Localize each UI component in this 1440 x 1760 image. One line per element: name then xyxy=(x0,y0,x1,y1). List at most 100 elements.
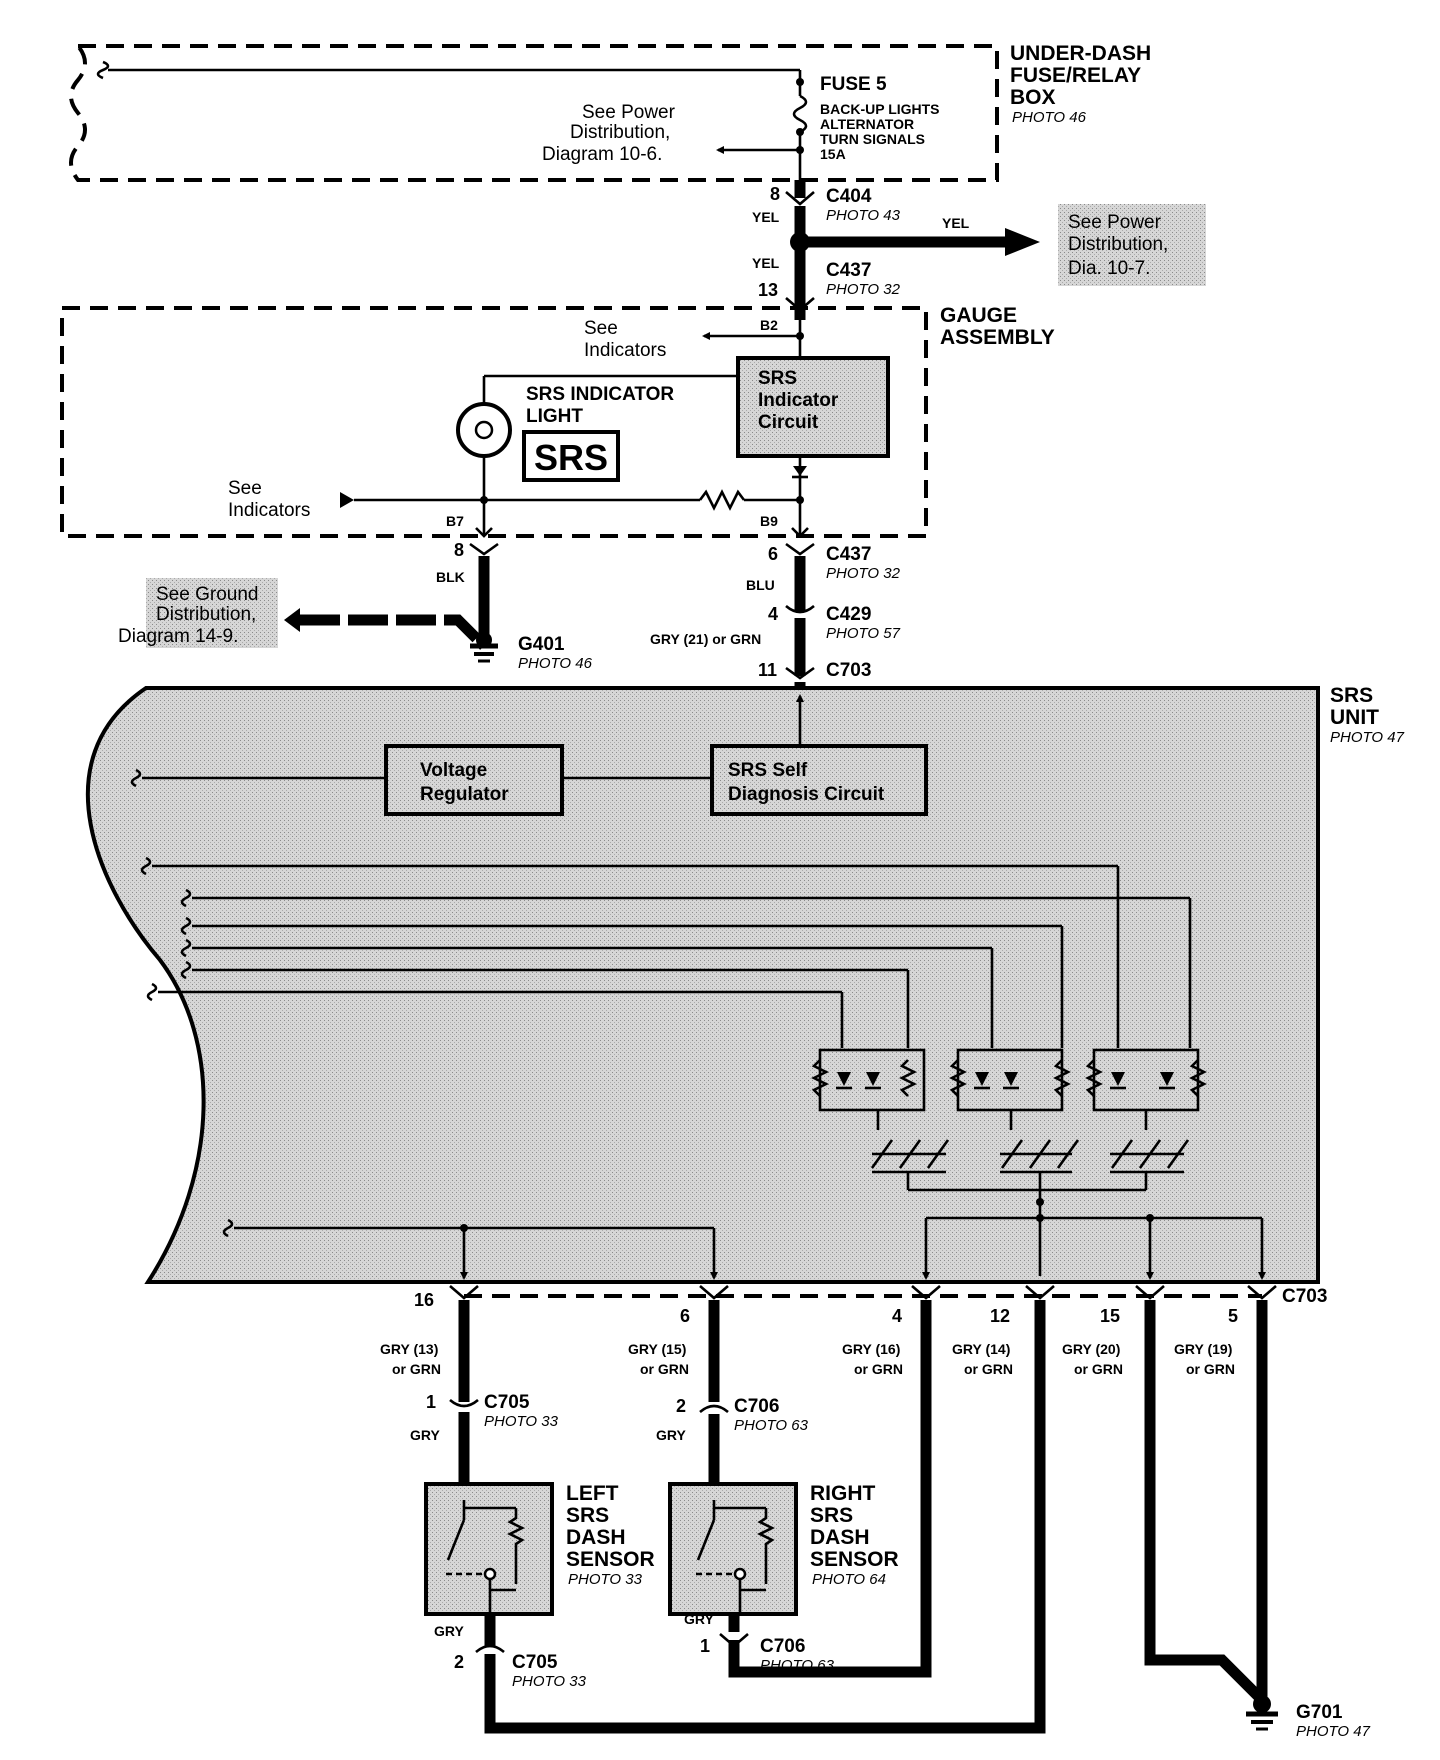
right-bottom-wire: GRY xyxy=(684,1611,714,1627)
fuse-circuit-2: ALTERNATOR xyxy=(820,116,914,132)
see-ind-top-1: See xyxy=(584,318,618,339)
right-srs-dash-sensor xyxy=(668,1404,798,1648)
diode-icon xyxy=(793,466,807,476)
wire-gry15-2: or GRN xyxy=(640,1361,689,1377)
pin-b2: B2 xyxy=(760,317,778,333)
voltage-regulator xyxy=(384,744,564,816)
right-top-conn-photo: PHOTO 63 xyxy=(734,1417,809,1434)
c437-bottom-photo: PHOTO 32 xyxy=(826,565,901,582)
fuse-rating: 15A xyxy=(820,146,846,162)
right-sensor-title-4: SENSOR xyxy=(810,1548,899,1571)
c429-pin: 4 xyxy=(768,604,778,624)
see-power-2: Distribution, xyxy=(570,122,670,143)
self-diag-1: SRS Self xyxy=(728,760,808,781)
g401-name: G401 xyxy=(518,634,565,655)
harness-wires xyxy=(449,1285,1278,1734)
srs-circuit-3: Circuit xyxy=(758,412,819,433)
see-ground-box xyxy=(146,578,278,648)
srs-badge xyxy=(522,430,620,482)
c703-pin-4: 4 xyxy=(892,1306,902,1326)
c429-name: C429 xyxy=(826,604,871,625)
fuse-relay-box xyxy=(69,44,999,182)
c437-top-photo: PHOTO 32 xyxy=(826,281,901,298)
srs-unit-title-1: SRS xyxy=(1330,684,1373,707)
c437-bottom-wire: BLU xyxy=(746,577,775,593)
fuse-box-title-2: FUSE/RELAY xyxy=(1010,64,1141,87)
c404-connector xyxy=(785,180,1040,320)
c437-bottom-name: C437 xyxy=(826,544,871,565)
c437-top-name: C437 xyxy=(826,260,871,281)
left-top-pin: 1 xyxy=(426,1392,436,1412)
srs-indicator-circuit xyxy=(736,356,890,458)
wire-gry19-1: GRY (19) xyxy=(1174,1341,1232,1357)
see-ind-left-1: See xyxy=(228,478,262,499)
c404-name: C404 xyxy=(826,186,872,207)
right-sensor-title-1: RIGHT xyxy=(810,1482,876,1505)
c404-pin: 8 xyxy=(770,184,780,204)
srs-badge-text: SRS xyxy=(534,437,608,478)
bus-continuation-icon xyxy=(96,60,110,80)
see-ind-left-2: Indicators xyxy=(228,500,310,521)
left-bottom-wire: GRY xyxy=(434,1623,464,1639)
wire-gry14-2: or GRN xyxy=(964,1361,1013,1377)
see-ground-1: See Ground xyxy=(156,584,258,605)
wire-gry14-1: GRY (14) xyxy=(952,1341,1010,1357)
g701-photo: PHOTO 47 xyxy=(1296,1723,1371,1740)
c703-name: C703 xyxy=(1282,1286,1327,1307)
gauge-title-2: ASSEMBLY xyxy=(940,326,1055,349)
c703-pin-16: 16 xyxy=(414,1290,434,1310)
srs-unit-title-2: UNIT xyxy=(1330,706,1379,729)
unit-bus-icon xyxy=(130,768,142,788)
see-power-box xyxy=(1058,204,1206,286)
wire-gry20-2: or GRN xyxy=(1074,1361,1123,1377)
left-top-wire: GRY xyxy=(410,1427,440,1443)
srs-circuit-2: Indicator xyxy=(758,390,839,411)
c703-pin-15: 15 xyxy=(1100,1306,1120,1326)
g701-name: G701 xyxy=(1296,1702,1343,1723)
wire-gry20-1: GRY (20) xyxy=(1062,1341,1120,1357)
c703-top-name: C703 xyxy=(826,660,871,681)
ground-g401 xyxy=(284,542,499,663)
c703-pin-6: 6 xyxy=(680,1306,690,1326)
wire-gry16-1: GRY (16) xyxy=(842,1341,900,1357)
c429-photo: PHOTO 57 xyxy=(826,625,901,642)
fuse-box-title-3: BOX xyxy=(1010,86,1056,109)
gauge-title-1: GAUGE xyxy=(940,304,1017,327)
see-power-dia-1: See Power xyxy=(1068,212,1162,233)
voltage-regulator-2: Regulator xyxy=(420,784,509,805)
gry20-wire xyxy=(1144,1300,1266,1704)
c703-pin-5: 5 xyxy=(1228,1306,1238,1326)
srs-indicator-bulb-icon xyxy=(456,402,512,458)
srs-unit xyxy=(85,686,1320,1284)
c429-wire: GRY (21) or GRN xyxy=(650,631,761,647)
right-sensor-title-2: SRS xyxy=(810,1504,853,1527)
pin-b9: B9 xyxy=(760,513,778,529)
squib-network-3 xyxy=(1085,1048,1207,1190)
c703-top-pin: 11 xyxy=(758,660,777,680)
left-sensor-title-1: LEFT xyxy=(566,1482,619,1505)
left-top-conn-name: C705 xyxy=(484,1392,530,1413)
pin-b7: B7 xyxy=(446,513,464,529)
left-bottom-conn-name: C705 xyxy=(512,1652,558,1673)
gry16-wire xyxy=(728,1300,932,1678)
see-ground-3: Diagram 14-9. xyxy=(118,626,238,647)
g401-photo: PHOTO 46 xyxy=(518,655,593,672)
fuse-circuit-1: BACK-UP LIGHTS xyxy=(820,101,940,117)
wire-gry15-1: GRY (15) xyxy=(628,1341,686,1357)
c437-top-pin: 13 xyxy=(758,280,778,300)
ground-g701-icon xyxy=(1253,1695,1271,1713)
srs-self-diagnosis-circuit xyxy=(710,744,928,816)
see-power-1: See Power xyxy=(582,102,676,123)
c437-top-wire: YEL xyxy=(752,255,780,271)
wire-gry13-1: GRY (13) xyxy=(380,1341,438,1357)
gauge-assembly xyxy=(60,306,928,538)
yel-branch-wire-label: YEL xyxy=(942,215,970,231)
left-top-conn-photo: PHOTO 33 xyxy=(484,1413,559,1430)
right-bottom-conn-name: C706 xyxy=(760,1636,805,1657)
right-bottom-pin: 1 xyxy=(700,1636,710,1656)
c404-photo: PHOTO 43 xyxy=(826,207,901,224)
srs-circuit-1: SRS xyxy=(758,368,797,389)
self-diag-2: Diagnosis Circuit xyxy=(728,784,885,805)
voltage-regulator-1: Voltage xyxy=(420,760,487,781)
